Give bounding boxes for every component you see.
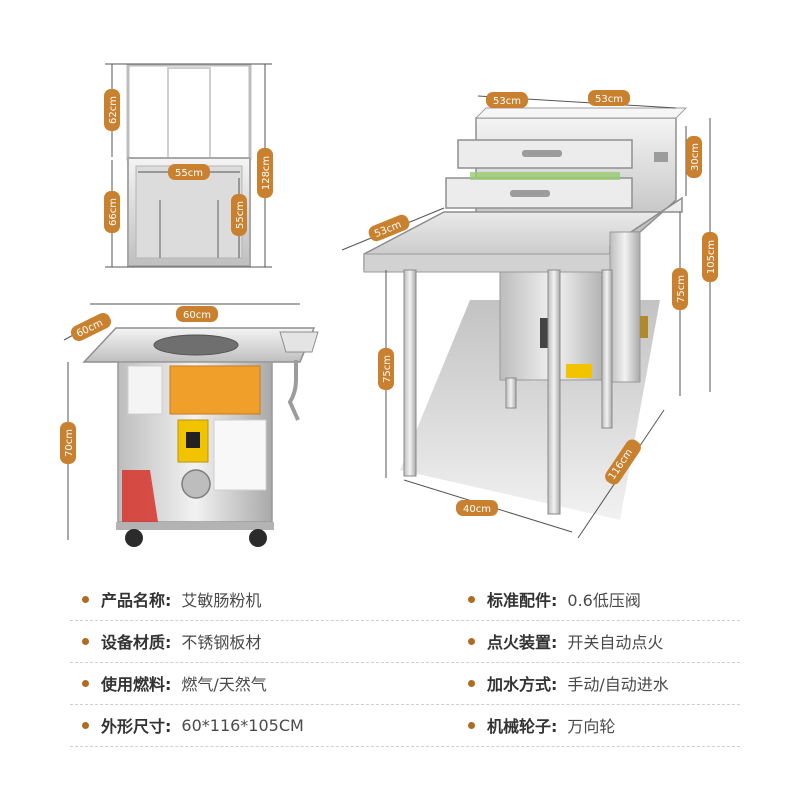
dim-cart-width: 60cm xyxy=(176,306,218,322)
svg-text:75cm: 75cm xyxy=(676,275,687,303)
dim-drawer-depth: 53cm xyxy=(486,92,528,108)
svg-text:70cm: 70cm xyxy=(64,429,75,457)
spec-item-dimensions: 外形尺寸: 60*116*105CM xyxy=(82,704,304,746)
bullet-dot-icon xyxy=(82,721,89,729)
spec-key: 机械轮子: xyxy=(487,717,558,736)
svg-text:53cm: 53cm xyxy=(595,94,623,105)
svg-text:75cm: 75cm xyxy=(382,355,393,383)
spec-row: 产品名称: 艾敏肠粉机 标准配件: 0.6低压阀 xyxy=(70,578,740,621)
dim-front-upper-height: 62cm xyxy=(104,89,120,131)
dim-table-height: 75cm xyxy=(378,348,394,390)
svg-text:55cm: 55cm xyxy=(235,201,246,229)
spec-row: 使用燃料: 燃气/天然气 加水方式: 手动/自动进水 xyxy=(70,662,740,705)
dim-drawer-width: 53cm xyxy=(588,90,630,106)
spec-value: 0.6低压阀 xyxy=(567,591,641,610)
svg-text:105cm: 105cm xyxy=(706,240,717,274)
spec-key: 外形尺寸: xyxy=(101,717,172,736)
spec-value: 手动/自动进水 xyxy=(567,675,669,694)
spec-item-water-feed: 加水方式: 手动/自动进水 xyxy=(468,662,669,704)
spec-value: 不锈钢板材 xyxy=(181,633,262,652)
svg-text:55cm: 55cm xyxy=(175,168,203,179)
spec-panel: 产品名称: 艾敏肠粉机 标准配件: 0.6低压阀 设备材质: 不锈钢板材 点火装… xyxy=(70,578,740,750)
dim-front-lower-height: 66cm xyxy=(104,191,120,233)
svg-text:66cm: 66cm xyxy=(108,198,119,226)
bullet-dot-icon xyxy=(82,637,89,645)
spec-item-material: 设备材质: 不锈钢板材 xyxy=(82,620,261,662)
spec-key: 设备材质: xyxy=(101,633,172,652)
front-view-illustration: 62cm 66cm 128cm 55cm 55cm xyxy=(104,63,273,268)
dim-drawer-height: 30cm xyxy=(686,136,702,178)
spec-item-fuel: 使用燃料: 燃气/天然气 xyxy=(82,662,267,704)
bullet-dot-icon xyxy=(468,679,475,687)
spec-value: 60*116*105CM xyxy=(181,715,304,735)
spec-item-standard-accessory: 标准配件: 0.6低压阀 xyxy=(468,578,641,620)
svg-text:62cm: 62cm xyxy=(108,96,119,124)
spec-key: 点火装置: xyxy=(487,633,558,652)
bullet-dot-icon xyxy=(468,721,475,729)
spec-row: 外形尺寸: 60*116*105CM 机械轮子: 万向轮 xyxy=(70,704,740,747)
spec-item-wheels: 机械轮子: 万向轮 xyxy=(468,704,615,746)
dim-cart-height: 70cm xyxy=(60,422,76,464)
svg-text:53cm: 53cm xyxy=(493,96,521,107)
dim-width: 40cm xyxy=(456,500,498,516)
dim-front-inner-height: 55cm xyxy=(231,194,247,236)
spec-value: 开关自动点火 xyxy=(567,633,664,652)
dim-front-inner-width: 55cm xyxy=(168,164,210,180)
dim-total-height: 105cm xyxy=(702,232,718,282)
spec-item-product-name: 产品名称: 艾敏肠粉机 xyxy=(82,578,261,620)
bullet-dot-icon xyxy=(468,637,475,645)
svg-text:30cm: 30cm xyxy=(690,143,701,171)
spec-row: 设备材质: 不锈钢板材 点火装置: 开关自动点火 xyxy=(70,620,740,663)
bullet-dot-icon xyxy=(82,679,89,687)
spec-key: 加水方式: xyxy=(487,675,558,694)
svg-text:60cm: 60cm xyxy=(183,310,211,321)
spec-value: 燃气/天然气 xyxy=(181,675,267,694)
product-figure: 62cm 66cm 128cm 55cm 55cm xyxy=(60,63,718,547)
spec-value: 万向轮 xyxy=(567,717,616,736)
spec-key: 标准配件: xyxy=(487,591,558,610)
steamer-frame-front-view-icon xyxy=(126,63,252,267)
cart-view-illustration: 60cm 60cm 70cm xyxy=(60,303,319,547)
dim-inner-height: 75cm xyxy=(672,268,688,310)
drawer-steamer-with-table-icon xyxy=(363,107,688,520)
rice-roll-steamer-cart-icon xyxy=(82,327,319,547)
spec-key: 产品名称: xyxy=(101,591,172,610)
drawer-view-illustration: 53cm 53cm 30cm 53cm 105cm 75cm 75cm 116 xyxy=(341,90,718,539)
bullet-dot-icon xyxy=(468,595,475,603)
svg-text:40cm: 40cm xyxy=(463,504,491,515)
spec-value: 艾敏肠粉机 xyxy=(181,591,262,610)
spec-item-ignition: 点火装置: 开关自动点火 xyxy=(468,620,663,662)
bullet-dot-icon xyxy=(82,595,89,603)
dim-front-total-height: 128cm xyxy=(257,148,273,198)
spec-key: 使用燃料: xyxy=(101,675,172,694)
svg-text:128cm: 128cm xyxy=(261,156,272,190)
